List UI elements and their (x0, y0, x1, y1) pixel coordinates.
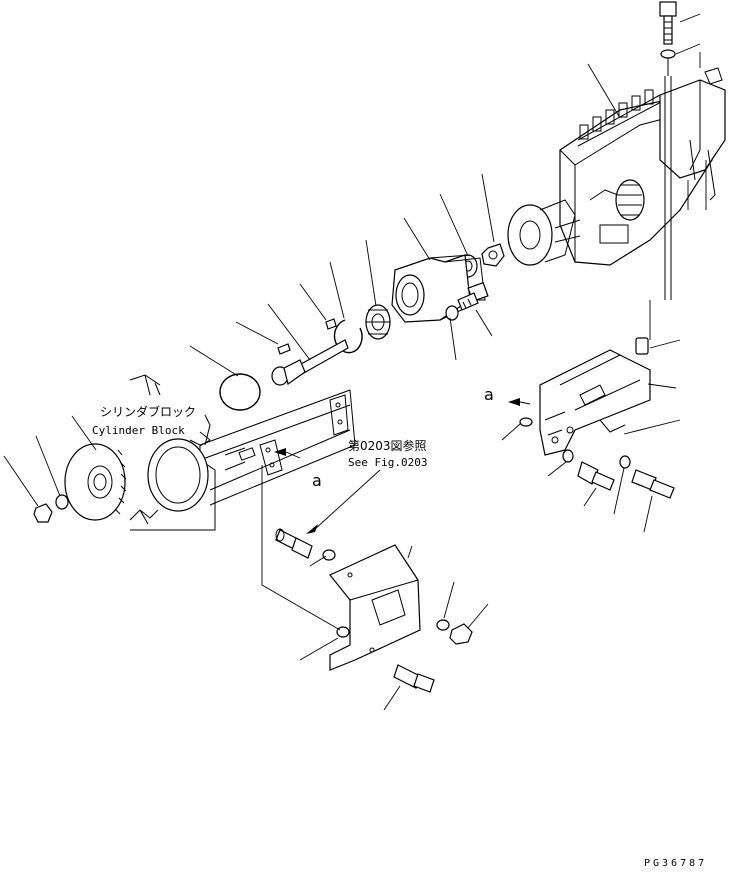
dowel-pin (519, 417, 533, 427)
cover-plate (329, 544, 421, 671)
stud-bolt (275, 528, 313, 559)
leader-lines (3, 13, 707, 711)
figure-code: PG36787 (644, 858, 707, 869)
coupling-nut (481, 243, 505, 267)
gear-case-seal (147, 438, 209, 512)
woodruff-key (325, 318, 337, 330)
cover-bolt (393, 664, 435, 693)
gear-washer (55, 494, 69, 510)
pump-bracket (539, 349, 651, 456)
bracket-bolt-right (631, 469, 675, 499)
drive-housing (391, 254, 486, 323)
drive-gear (64, 443, 127, 521)
o-ring (219, 373, 261, 411)
injection-pump (507, 67, 726, 266)
housing-washer (445, 305, 459, 321)
cover-nut (449, 623, 473, 645)
cylinder-block-label-jp: シリンダブロック (100, 404, 196, 419)
pump-top-washer (660, 49, 676, 59)
cover-washer-right (436, 619, 450, 631)
view-marker-upper: a (484, 385, 494, 404)
bracket-dowel (635, 337, 649, 355)
housing-bolt (457, 281, 489, 311)
gear-nut (33, 503, 53, 523)
cover-washer-left (336, 626, 350, 638)
drive-shaft (271, 339, 349, 386)
cylinder-block-label-en: Cylinder Block (92, 424, 185, 437)
see-fig-label-jp: 第0203図参照 (348, 438, 427, 453)
drive-coupling (365, 304, 391, 340)
pump-top-bolt (659, 1, 677, 45)
bracket-washer-right (619, 455, 631, 469)
bracket-bolt-left (577, 461, 615, 491)
shaft-key (277, 343, 291, 355)
snap-ring (333, 319, 363, 354)
view-marker-lower: a (312, 471, 322, 490)
see-fig-label-en: See Fig.0203 (348, 456, 427, 469)
stud-washer (322, 549, 336, 561)
bracket-washer-left (562, 449, 574, 463)
